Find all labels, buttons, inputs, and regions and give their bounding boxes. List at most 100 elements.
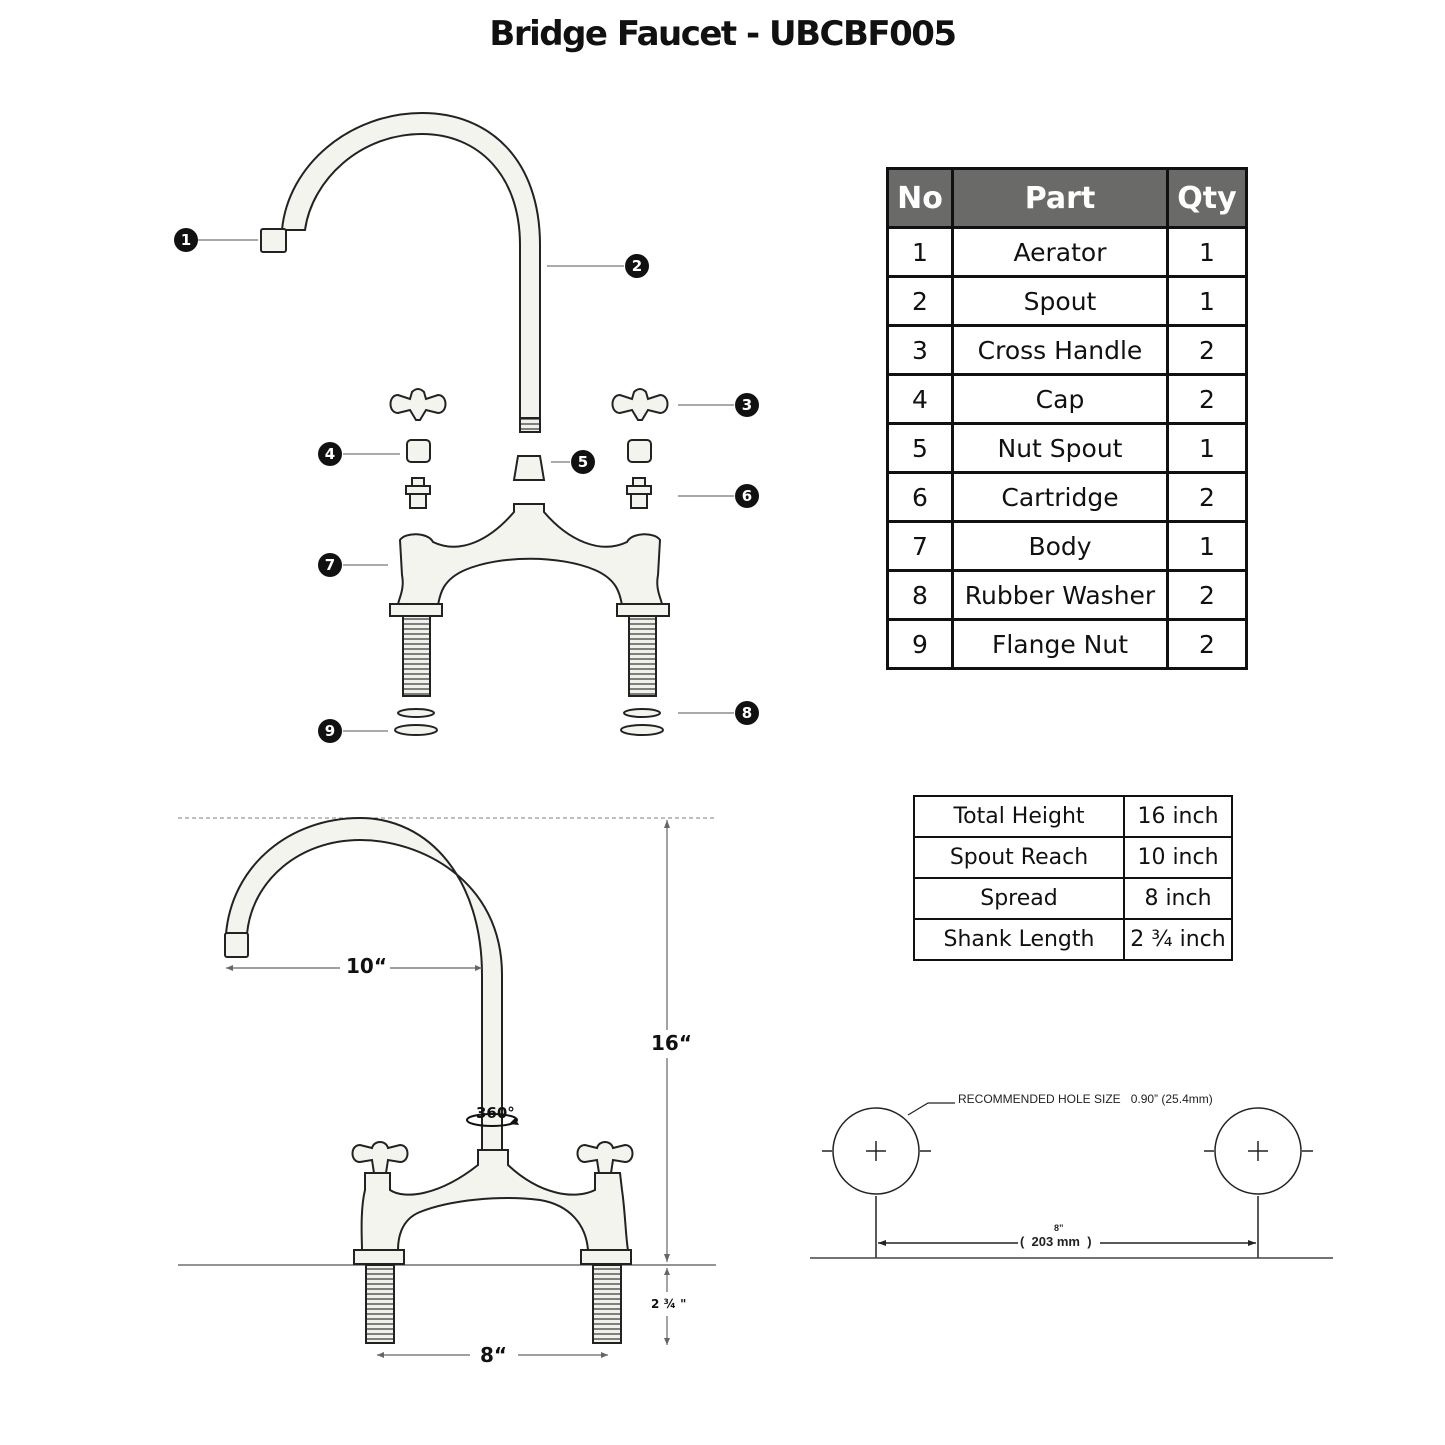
side-shank-right	[592, 1264, 622, 1344]
cell-part: Flange Nut	[951, 618, 1169, 670]
spread-label: 8“	[480, 1343, 508, 1367]
callout-7: 7	[318, 553, 342, 577]
cell-part: Rubber Washer	[951, 569, 1169, 621]
exploded-aerator	[260, 228, 287, 253]
rotation-label: 360°	[476, 1104, 515, 1122]
cell-part: Cap	[951, 373, 1169, 425]
cell-no: 2	[886, 275, 954, 327]
cell-qty: 1	[1166, 226, 1248, 278]
hole-spacing-inch: 8”	[1054, 1223, 1064, 1233]
side-shank-left	[365, 1264, 395, 1344]
hole-right	[1214, 1107, 1302, 1195]
cell-part: Body	[951, 520, 1169, 572]
callout-9: 9	[318, 719, 342, 743]
side-spout	[224, 816, 503, 1151]
page-title: Bridge Faucet - UBCBF005	[489, 14, 957, 54]
spec-name: Total Height	[913, 795, 1125, 838]
side-handle-right	[576, 1141, 634, 1174]
cell-part: Nut Spout	[951, 422, 1169, 474]
cell-no: 8	[886, 569, 954, 621]
cell-part: Cross Handle	[951, 324, 1169, 376]
exploded-shank-left	[402, 615, 431, 697]
callout-6: 6	[735, 484, 759, 508]
callout-1: 1	[174, 228, 198, 252]
spec-name: Spread	[913, 877, 1125, 920]
cell-part: Spout	[951, 275, 1169, 327]
header-no: No	[886, 167, 954, 229]
cell-part: Aerator	[951, 226, 1169, 278]
header-qty: Qty	[1166, 167, 1248, 229]
exploded-cap-right	[627, 439, 652, 463]
cell-qty: 1	[1166, 520, 1248, 572]
callout-2: 2	[625, 254, 649, 278]
spec-value: 16 inch	[1123, 795, 1233, 838]
header-part: Part	[951, 167, 1169, 229]
exploded-handle-right	[611, 388, 669, 421]
exploded-nut-spout	[512, 455, 546, 481]
cell-qty: 2	[1166, 324, 1248, 376]
spec-value: 10 inch	[1123, 836, 1233, 879]
cell-part: Cartridge	[951, 471, 1169, 523]
cell-no: 9	[886, 618, 954, 670]
shank-label: 2 ¾ "	[651, 1297, 687, 1311]
cell-qty: 2	[1166, 618, 1248, 670]
reach-label: 10“	[344, 954, 389, 978]
hole-size-value: 0.90” (25.4mm)	[1130, 1092, 1213, 1106]
cell-qty: 2	[1166, 373, 1248, 425]
cell-no: 5	[886, 422, 954, 474]
cell-no: 7	[886, 520, 954, 572]
cell-qty: 1	[1166, 422, 1248, 474]
side-aerator	[224, 932, 249, 958]
spec-value: 8 inch	[1123, 877, 1233, 920]
height-label: 16“	[651, 1031, 692, 1055]
hole-left	[832, 1107, 920, 1195]
exploded-body	[396, 503, 664, 606]
spec-value: 2 ¾ inch	[1123, 918, 1233, 961]
side-body	[360, 1149, 630, 1251]
exploded-spout-thread	[519, 417, 541, 433]
cell-qty: 1	[1166, 275, 1248, 327]
hole-size-label: RECOMMENDED HOLE SIZE 0.90” (25.4mm)	[958, 1092, 1213, 1106]
callout-5: 5	[571, 450, 595, 474]
exploded-shank-right	[628, 615, 657, 697]
cell-qty: 2	[1166, 471, 1248, 523]
exploded-flange-nut-left	[394, 724, 438, 736]
spec-name: Shank Length	[913, 918, 1125, 961]
cell-no: 6	[886, 471, 954, 523]
exploded-washer-right	[623, 708, 661, 718]
exploded-cartridge-left	[405, 477, 431, 509]
exploded-cap-left	[406, 439, 431, 463]
side-handle-left	[351, 1141, 409, 1174]
exploded-handle-left	[389, 388, 447, 421]
exploded-spout	[280, 111, 541, 421]
cell-no: 1	[886, 226, 954, 278]
exploded-flange-nut-right	[620, 724, 664, 736]
cell-qty: 2	[1166, 569, 1248, 621]
hole-spacing-mm: ( 203 mm )	[1020, 1234, 1092, 1249]
callout-3: 3	[735, 393, 759, 417]
exploded-cartridge-right	[626, 477, 652, 509]
rotation-arrow	[466, 1113, 518, 1127]
cell-no: 4	[886, 373, 954, 425]
callout-4: 4	[318, 442, 342, 466]
spec-name: Spout Reach	[913, 836, 1125, 879]
cell-no: 3	[886, 324, 954, 376]
callout-8: 8	[735, 701, 759, 725]
exploded-washer-left	[397, 708, 435, 718]
